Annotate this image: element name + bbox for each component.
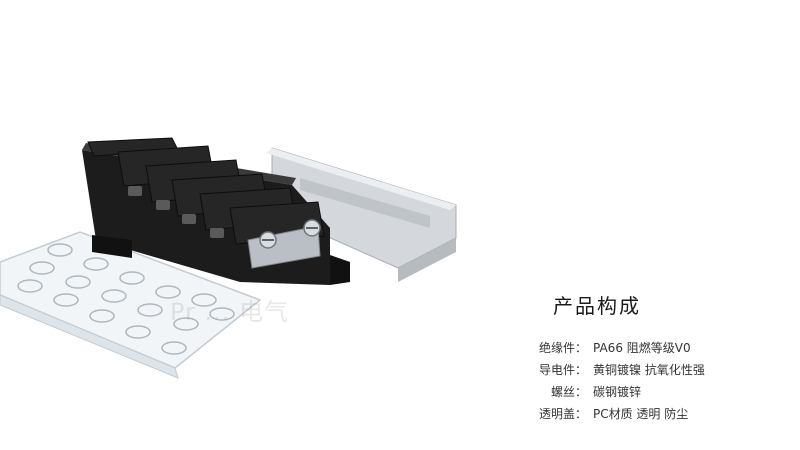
terminal-block <box>82 137 350 285</box>
spec-value: PC材质 透明 防尘 <box>593 407 689 421</box>
spec-label: 导电件： <box>538 363 587 377</box>
product-composition-panel: 产品构成 绝缘件： PA66 阻燃等级V0 导电件： 黄铜镀镍 抗氧化性强 螺丝… <box>535 290 790 425</box>
transparent-cover <box>0 231 262 379</box>
spec-label: 螺丝： <box>550 385 587 399</box>
spec-value: 黄铜镀镍 抗氧化性强 <box>593 363 705 377</box>
watermark: Pr ... 电气 <box>170 298 290 326</box>
spec-row: 螺丝： 碳钢镀锌 <box>535 381 790 403</box>
spec-row: 绝缘件： PA66 阻燃等级V0 <box>535 337 790 359</box>
spec-value: PA66 阻燃等级V0 <box>593 341 691 355</box>
din-rail <box>266 147 457 282</box>
section-title: 产品构成 <box>553 294 641 318</box>
spec-value: 碳钢镀锌 <box>593 385 642 399</box>
spec-label: 绝缘件： <box>538 341 587 355</box>
spec-label: 透明盖： <box>538 407 587 421</box>
spec-row: 透明盖： PC材质 透明 防尘 <box>535 403 790 425</box>
spec-row: 导电件： 黄铜镀镍 抗氧化性强 <box>535 359 790 381</box>
